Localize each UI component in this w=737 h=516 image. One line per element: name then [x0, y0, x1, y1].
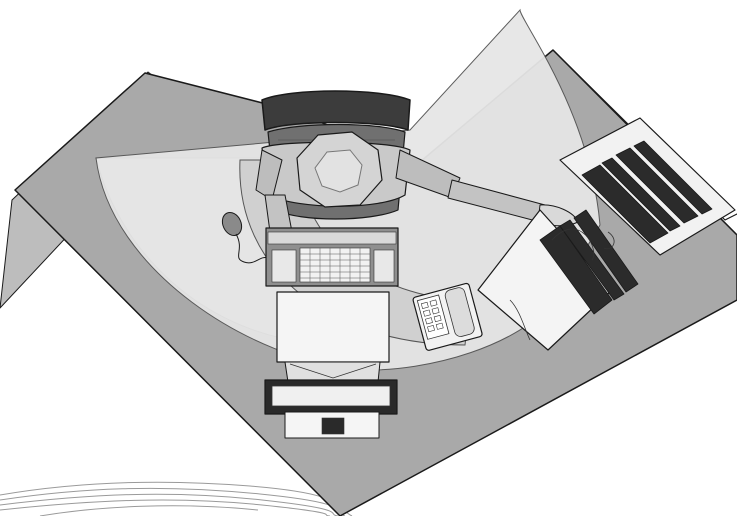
document-tray: [265, 380, 397, 438]
monitor: [277, 292, 389, 382]
wave-lines-decoration: [0, 482, 352, 516]
keyboard: [266, 228, 398, 286]
